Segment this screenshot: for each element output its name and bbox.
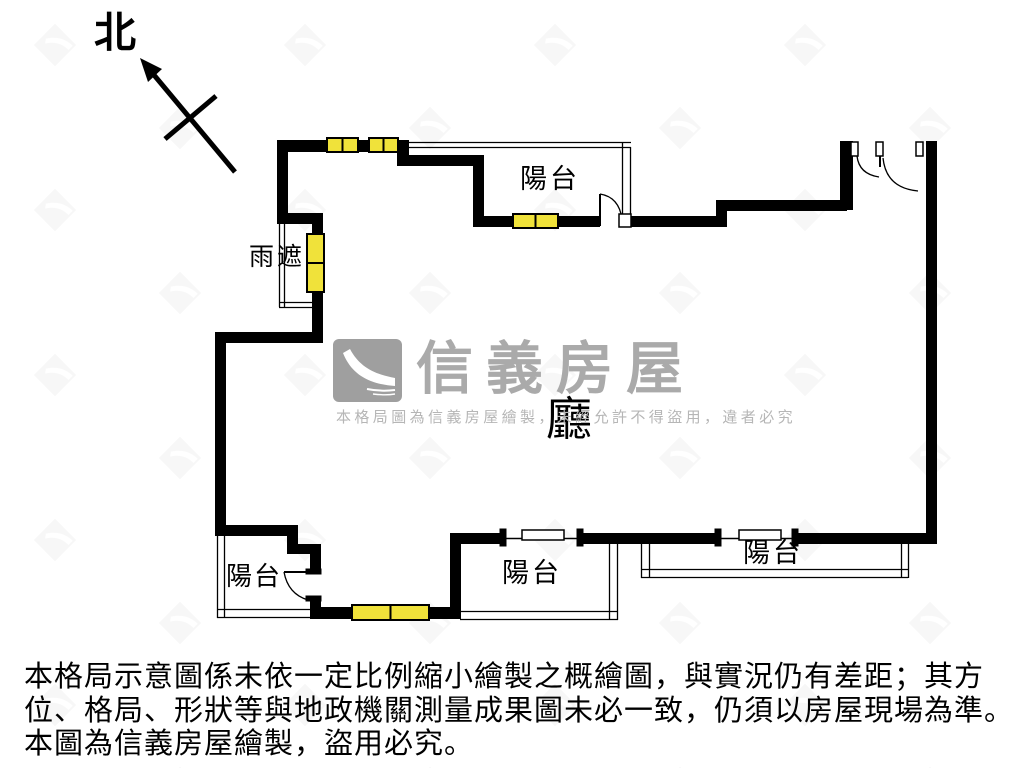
sliding-door-bottom-center	[499, 528, 584, 547]
balcony-outlines	[216, 141, 910, 621]
room-label-rain-cover: 雨遮	[249, 243, 306, 271]
north-arrow	[140, 58, 237, 174]
watermark-brand-text: 信義房屋	[416, 337, 696, 401]
disclaimer-line-3: 本圖為信義房屋繪製，盜用必究。	[24, 726, 475, 760]
room-label-balcony-bottom-right: 陽台	[743, 538, 803, 568]
disclaimer-line-1: 本格局示意圖係未依一定比例縮小繪製之概繪圖，與實況仍有差距；其方	[24, 659, 985, 693]
north-label: 北	[94, 9, 137, 56]
disclaimer-line-2: 位、格局、形狀等與地政機關測量成果圖未必一致，仍須以房屋現場為準。	[24, 692, 1015, 727]
window-top-1	[326, 137, 359, 153]
door-entrance-double	[850, 141, 924, 192]
room-label-hall: 廳	[546, 393, 592, 445]
sliding-door-bottom-right	[714, 528, 799, 547]
watermark-notice-text: 本格局圖為信義房屋繪製，未經允許不得盜用，違者必究	[336, 409, 797, 426]
window-top-2	[368, 137, 399, 153]
door-top-balcony	[599, 193, 632, 228]
window-rain-cover	[306, 233, 325, 293]
sinyi-logo-swoosh	[343, 349, 396, 396]
window-bottom	[351, 604, 430, 621]
sinyi-logo-icon	[333, 339, 402, 402]
room-label-balcony-top: 陽台	[520, 164, 580, 194]
walls	[215, 140, 937, 619]
room-label-balcony-bottom-center: 陽台	[502, 558, 562, 588]
window-markers	[306, 137, 559, 621]
door-bottom-left-balcony	[283, 568, 322, 602]
window-top-balcony	[512, 213, 559, 229]
disclaimer-text: 本格局示意圖係未依一定比例縮小繪製之概繪圖，與實況仍有差距；其方 位、格局、形狀…	[24, 659, 1015, 761]
room-label-balcony-bottom-left: 陽台	[226, 561, 283, 591]
